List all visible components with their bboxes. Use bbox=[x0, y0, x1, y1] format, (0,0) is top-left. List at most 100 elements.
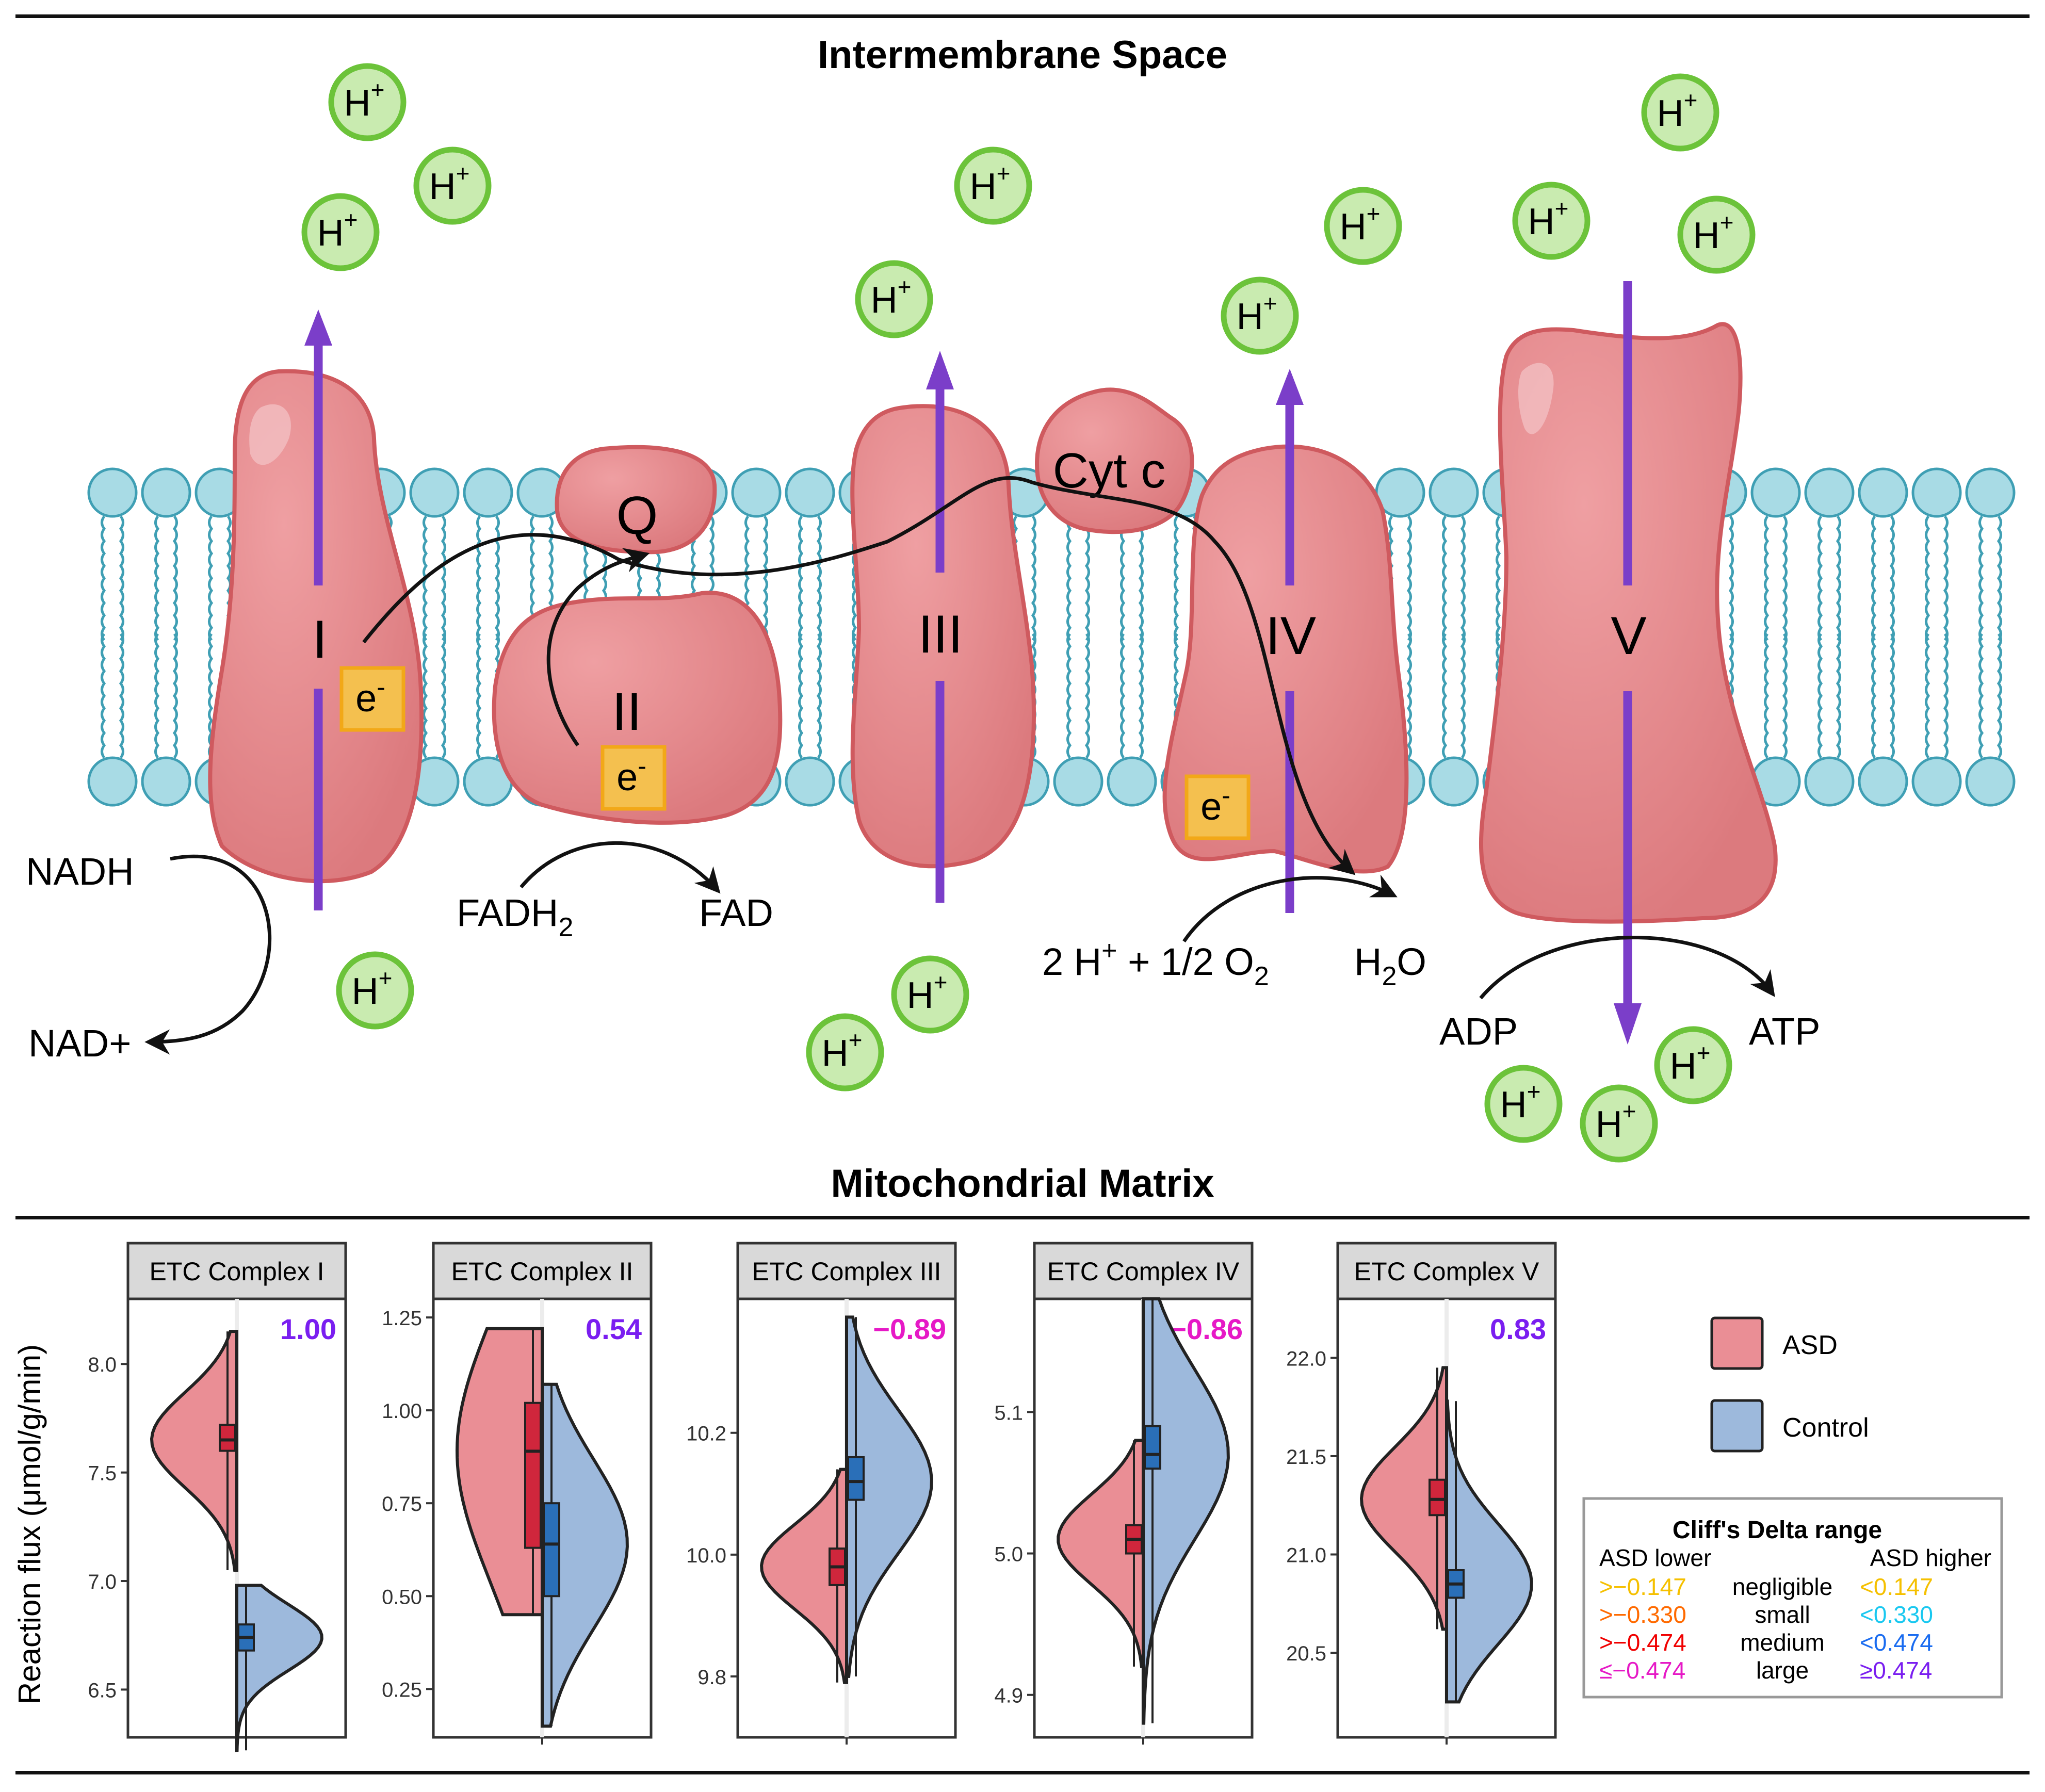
boxplot-asd bbox=[524, 1402, 542, 1549]
svg-text:H+: H+ bbox=[1237, 290, 1277, 337]
proton-icon: H+ bbox=[336, 951, 414, 1030]
y-tick-label: 22.0 bbox=[1286, 1347, 1326, 1370]
proton-icon: H+ bbox=[1641, 73, 1719, 152]
lipid-tails bbox=[1871, 515, 1895, 759]
violin-panel: ETC Complex V20.521.021.522.00.83 bbox=[1286, 1242, 1557, 1745]
y-tick-label: 0.50 bbox=[382, 1586, 422, 1608]
legend-swatch-control bbox=[1710, 1399, 1764, 1453]
intermembrane-title: Intermembrane Space bbox=[818, 33, 1227, 77]
lipid-tails bbox=[1978, 515, 2002, 759]
violin-control bbox=[235, 1584, 323, 1752]
cliff-high: <0.474 bbox=[1860, 1629, 1933, 1656]
lipid-tails bbox=[1442, 515, 1466, 759]
proton-icon: H+ bbox=[855, 260, 933, 338]
electron-icon: e- bbox=[339, 666, 405, 732]
y-tick-label: 9.8 bbox=[697, 1666, 726, 1689]
cliff-low: >−0.474 bbox=[1599, 1629, 1686, 1656]
adp-label: ADP bbox=[1439, 1010, 1518, 1053]
proton-icon: H+ bbox=[1484, 1065, 1563, 1143]
cliff-delta-value: −0.86 bbox=[1170, 1313, 1243, 1345]
complex-iii-label: III bbox=[918, 605, 963, 664]
lipid-head bbox=[1429, 467, 1479, 518]
complex-v-shape bbox=[1479, 322, 1778, 924]
reaction-labels: NADH NAD+ FADH2 FAD 2 H+ + 1/2 O2 H2O AD… bbox=[26, 850, 1820, 1065]
complex-iii bbox=[850, 404, 1036, 869]
lipid-head bbox=[1911, 467, 1962, 518]
svg-text:H+: H+ bbox=[1670, 1039, 1711, 1087]
svg-text:H+: H+ bbox=[429, 160, 470, 207]
electron-icon: e- bbox=[1184, 774, 1251, 840]
matrix-title: Mitochondrial Matrix bbox=[831, 1162, 1214, 1205]
y-tick-label: 4.9 bbox=[994, 1685, 1023, 1707]
lipid-head bbox=[141, 756, 191, 807]
complex-iii-shape bbox=[850, 404, 1036, 869]
cliff-high: ≥0.474 bbox=[1860, 1657, 1932, 1684]
y-tick-label: 1.00 bbox=[382, 1400, 422, 1423]
y-tick-label: 20.5 bbox=[1286, 1642, 1326, 1665]
o2-arrow bbox=[1182, 874, 1398, 942]
svg-text:H+: H+ bbox=[907, 969, 948, 1016]
cliff-magnitude: small bbox=[1755, 1601, 1810, 1628]
violin-control bbox=[845, 1315, 933, 1678]
svg-text:H+: H+ bbox=[1693, 209, 1734, 256]
svg-text:e-: e- bbox=[355, 673, 385, 720]
svg-text:H+: H+ bbox=[822, 1027, 863, 1074]
cliff-delta-value: 1.00 bbox=[280, 1313, 336, 1345]
lipid-head bbox=[1911, 756, 1962, 807]
boxplot-control bbox=[543, 1502, 560, 1598]
boxplot-control bbox=[847, 1456, 865, 1501]
y-tick-label: 10.2 bbox=[686, 1423, 726, 1445]
proton-icon: H+ bbox=[328, 63, 407, 141]
proton-icon: H+ bbox=[413, 146, 492, 225]
lipid-tails bbox=[1066, 515, 1090, 759]
complex-iv-label: IV bbox=[1265, 606, 1316, 666]
lipid-tails bbox=[1120, 515, 1144, 759]
y-tick-label: 21.5 bbox=[1286, 1446, 1326, 1469]
lipid-head bbox=[1858, 467, 1908, 518]
proton-icon: H+ bbox=[806, 1013, 884, 1092]
panel-title: ETC Complex III bbox=[752, 1257, 942, 1286]
oxygen-label: 2 H+ + 1/2 O2 bbox=[1042, 936, 1269, 991]
svg-text:H+: H+ bbox=[970, 160, 1011, 207]
lipid-head bbox=[1107, 756, 1157, 807]
lipid-head bbox=[785, 756, 835, 807]
lipid-head bbox=[785, 467, 835, 518]
svg-text:e-: e- bbox=[1200, 781, 1230, 828]
lipid-head bbox=[1750, 467, 1801, 518]
complex-ii bbox=[492, 591, 783, 825]
complex-ii-label: II bbox=[612, 682, 642, 742]
lipid-head bbox=[1804, 756, 1855, 807]
cyt-c-shape bbox=[1034, 387, 1194, 534]
cliff-high: <0.330 bbox=[1860, 1601, 1933, 1628]
legend-label-asd: ASD bbox=[1782, 1330, 1838, 1360]
proton-icon: H+ bbox=[1512, 182, 1590, 260]
fad-label: FAD bbox=[699, 891, 773, 934]
protons: H+H+H+H+H+H+H+H+H+H+H+H+H+H+H+H+ bbox=[301, 63, 1756, 1163]
legend-label-control: Control bbox=[1782, 1413, 1869, 1443]
violin-panel: ETC Complex I6.57.07.58.01.00 bbox=[88, 1242, 347, 1752]
svg-text:H+: H+ bbox=[1500, 1078, 1541, 1126]
cliff-delta-box: Cliff's Delta range ASD lower ASD higher… bbox=[1582, 1497, 2003, 1699]
complex-i bbox=[208, 369, 424, 884]
y-tick-label: 5.1 bbox=[994, 1402, 1023, 1424]
lipid-head bbox=[1965, 756, 2016, 807]
water-label: H2O bbox=[1354, 940, 1426, 991]
cliff-magnitude: negligible bbox=[1732, 1573, 1832, 1600]
svg-text:H+: H+ bbox=[317, 206, 358, 254]
cliff-lower-header: ASD lower bbox=[1599, 1544, 1711, 1571]
violin-asd bbox=[150, 1330, 238, 1572]
cliff-title: Cliff's Delta range bbox=[1673, 1517, 1882, 1544]
top-rule bbox=[15, 14, 2030, 18]
proton-arrows bbox=[304, 281, 1642, 1045]
q-label: Q bbox=[616, 486, 658, 546]
y-tick-label: 6.5 bbox=[88, 1679, 117, 1702]
cliff-delta-value: 0.54 bbox=[586, 1313, 642, 1345]
violin-asd bbox=[1057, 1439, 1145, 1668]
lipid-head bbox=[1804, 467, 1855, 518]
legend: ASD Control bbox=[1710, 1316, 1869, 1453]
y-tick-label: 8.0 bbox=[88, 1354, 117, 1376]
proton-icon: H+ bbox=[1654, 1026, 1732, 1104]
